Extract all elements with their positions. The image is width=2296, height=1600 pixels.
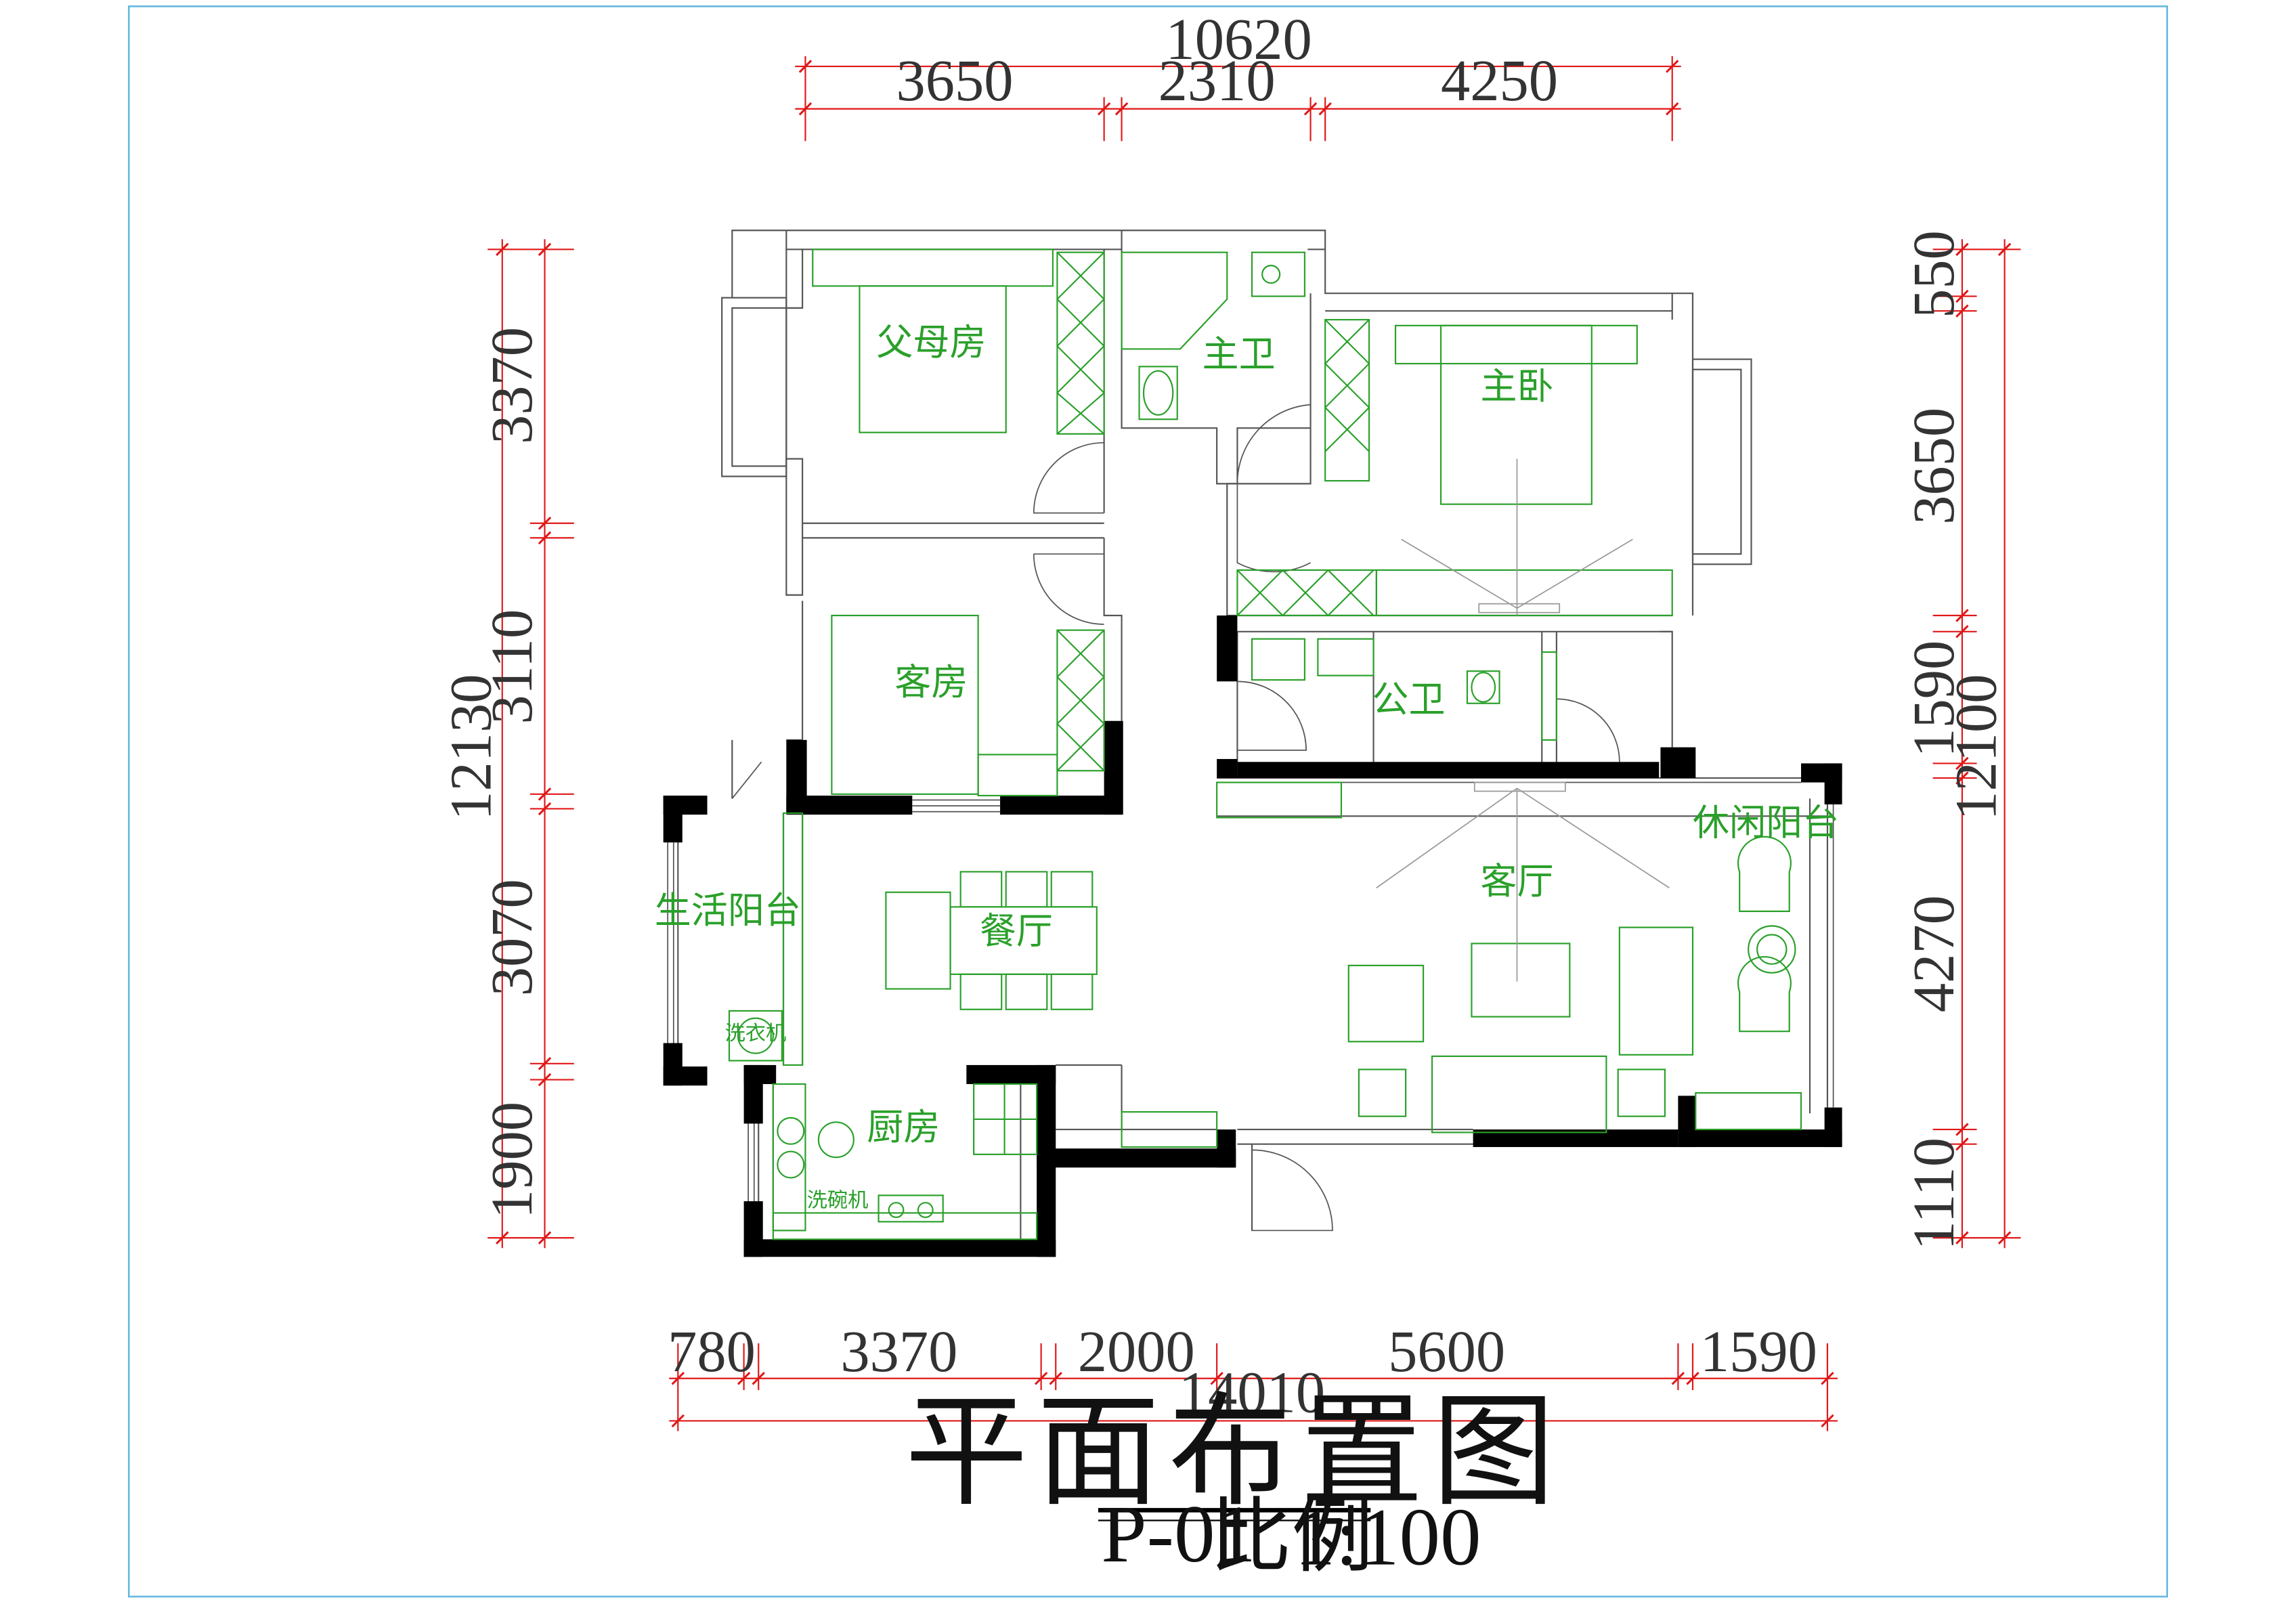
dim-bottom-segment-4: 5600 [1388,1319,1505,1384]
title-block: 平面布置图 P-01 比例 1:100 [905,1385,1564,1583]
dim-right-overall: 12100 [1944,674,2009,821]
drawing-title: 平面布置图 [905,1385,1564,1521]
dim-top-segment-1: 3650 [896,48,1014,113]
dim-bottom-overall: 14010 [1179,1360,1325,1425]
dim-top-segment-3: 4250 [1441,48,1558,113]
label-dining-room: 餐厅 [980,909,1053,952]
scale-value: 1:100 [1295,1492,1481,1582]
drawing-code: P-01 [1101,1489,1256,1580]
dim-right-segment-3: 1590 [1901,641,1966,758]
label-public-bath: 公卫 [1372,678,1445,721]
dim-left-segment-3: 3070 [479,879,544,996]
dim-bottom-segment-2: 3370 [840,1319,957,1384]
ceiling-fixture-lines [1376,458,1670,982]
label-master-bedroom: 主卧 [1480,365,1553,408]
label-utility-balcony: 生活阳台 [655,889,801,932]
dim-left-segment-1: 3370 [479,327,544,444]
furniture [728,248,1802,1240]
dim-left-segment-4: 1900 [479,1102,544,1219]
label-dishwasher: 洗碗机 [807,1189,869,1213]
label-kitchen: 厨房 [867,1106,940,1148]
label-parents-room: 父母房 [876,321,986,364]
dimension-labels: 10620 3650 2310 4250 780 3370 2000 5600 … [438,7,2008,1425]
doors [731,404,1620,1232]
dim-top-overall: 10620 [1165,7,1312,72]
drawing-frame [128,5,2168,1598]
dim-right-segment-5: 1110 [1901,1138,1966,1251]
thin-walls [677,230,1829,1240]
thick-walls [663,615,1842,1257]
scale-label: 比例 [1209,1492,1373,1582]
dim-bottom-segment-3: 2000 [1078,1319,1195,1384]
dim-bottom-segment-5: 1590 [1700,1319,1817,1384]
label-master-bath: 主卫 [1203,332,1276,375]
dim-right-segment-4: 4270 [1901,895,1966,1012]
dim-bottom-segment-1: 780 [668,1319,756,1384]
label-washing-machine: 洗衣机 [725,1022,787,1045]
room-labels: 父母房 主卫 主卧 客房 公卫 客厅 休闲阳台 生活阳台 餐厅 厨房 洗碗机 洗… [655,321,1839,1213]
dim-left-overall: 12130 [438,674,503,821]
dim-left-segment-2: 3110 [479,609,544,725]
dim-right-segment-1: 550 [1901,230,1966,318]
dimension-lines [488,56,2021,1431]
label-guest-room: 客房 [894,661,968,704]
label-living-room: 客厅 [1480,860,1553,903]
dim-top-segment-2: 2310 [1158,48,1276,113]
dimension-ticks [496,60,2012,1428]
dim-right-segment-2: 3650 [1901,408,1966,525]
label-leisure-balcony: 休闲阳台 [1693,801,1839,844]
